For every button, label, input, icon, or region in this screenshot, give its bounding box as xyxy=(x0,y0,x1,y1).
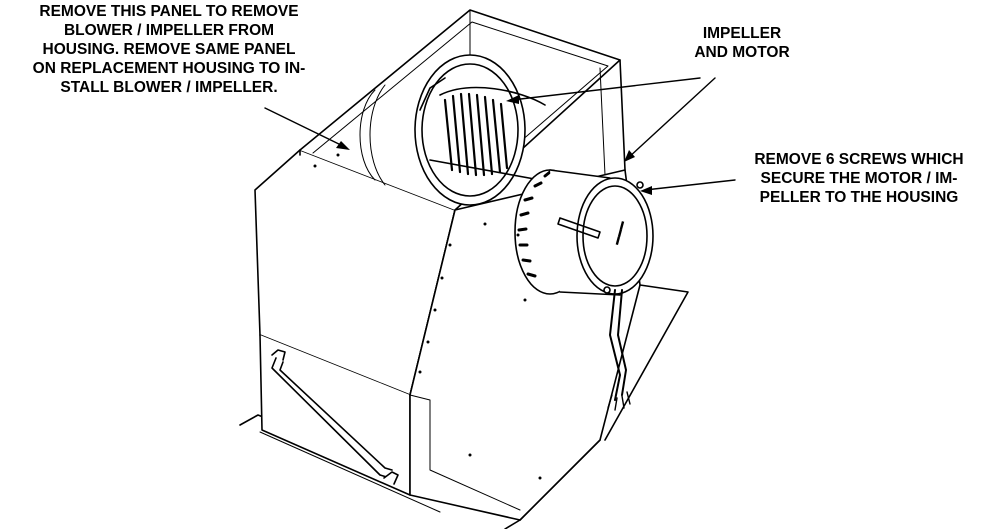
callout-line: BLOWER / IMPELLER FROM xyxy=(63,22,275,39)
drain-tube xyxy=(271,349,399,485)
callout-line: REMOVE 6 SCREWS WHICH xyxy=(754,151,964,168)
leader-impeller-2 xyxy=(627,77,716,159)
arrowheads xyxy=(336,95,652,195)
leader-panel xyxy=(264,107,346,148)
callout-line: ON REPLACEMENT HOUSING TO IN- xyxy=(32,60,306,77)
impeller-wheel xyxy=(359,54,546,206)
callout-line: SECURE THE MOTOR / IM- xyxy=(760,170,958,187)
leader-screws xyxy=(644,179,736,191)
callout-line: AND MOTOR xyxy=(694,44,790,61)
callout-line: STALL BLOWER / IMPELLER. xyxy=(60,79,278,96)
callout-remove-screws: REMOVE 6 SCREWS WHICH SECURE THE MOTOR /… xyxy=(730,150,988,207)
leader-lines xyxy=(264,77,736,191)
motor: ▬▬▬ xyxy=(514,169,654,296)
leader-impeller-1 xyxy=(511,77,701,101)
wiring-harness xyxy=(607,289,631,411)
callout-line: IMPELLER xyxy=(702,25,782,42)
callout-line: REMOVE THIS PANEL TO REMOVE xyxy=(39,3,299,20)
screw-dots xyxy=(313,153,542,480)
callout-impeller-motor: IMPELLER AND MOTOR xyxy=(672,24,812,62)
callout-remove-panel: REMOVE THIS PANEL TO REMOVE BLOWER / IMP… xyxy=(4,2,334,97)
callout-line: PELLER TO THE HOUSING xyxy=(759,189,959,206)
callout-line: HOUSING. REMOVE SAME PANEL xyxy=(42,41,296,58)
